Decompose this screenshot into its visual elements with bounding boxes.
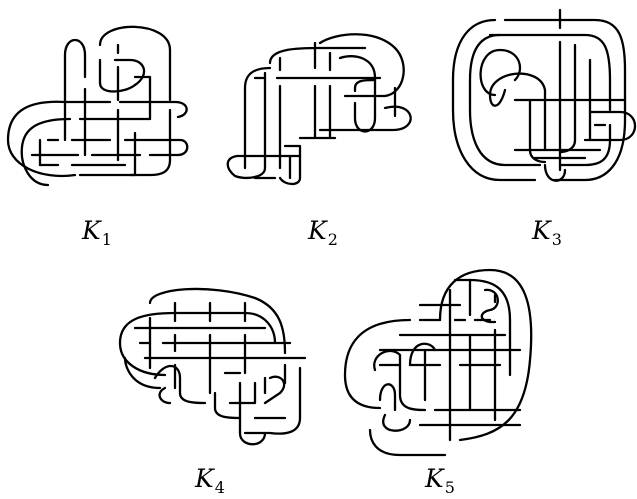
knot-label-index: 3 [551, 230, 562, 249]
knot-label-letter: K [82, 216, 101, 245]
knot-label-k1: K1 [82, 216, 112, 248]
knot-label-letter: K [195, 464, 214, 493]
knot-label-letter: K [425, 464, 444, 493]
knot-label-letter: K [308, 216, 327, 245]
knot-diagram-k3 [451, 8, 636, 182]
knot-diagram-k5 [343, 268, 533, 457]
knot-label-index: 4 [214, 478, 225, 497]
knot-label-letter: K [532, 216, 551, 245]
knot-diagram-k1 [6, 25, 189, 187]
knot-label-k4: K4 [195, 464, 225, 496]
knot-diagram-k4 [118, 287, 307, 446]
knot-label-index: 2 [327, 230, 338, 249]
knot-label-k5: K5 [425, 464, 455, 496]
knot-diagram-k2 [226, 33, 412, 186]
knot-label-index: 1 [101, 230, 112, 249]
knot-label-k2: K2 [308, 216, 338, 248]
knot-label-k3: K3 [532, 216, 562, 248]
knot-label-index: 5 [444, 478, 455, 497]
